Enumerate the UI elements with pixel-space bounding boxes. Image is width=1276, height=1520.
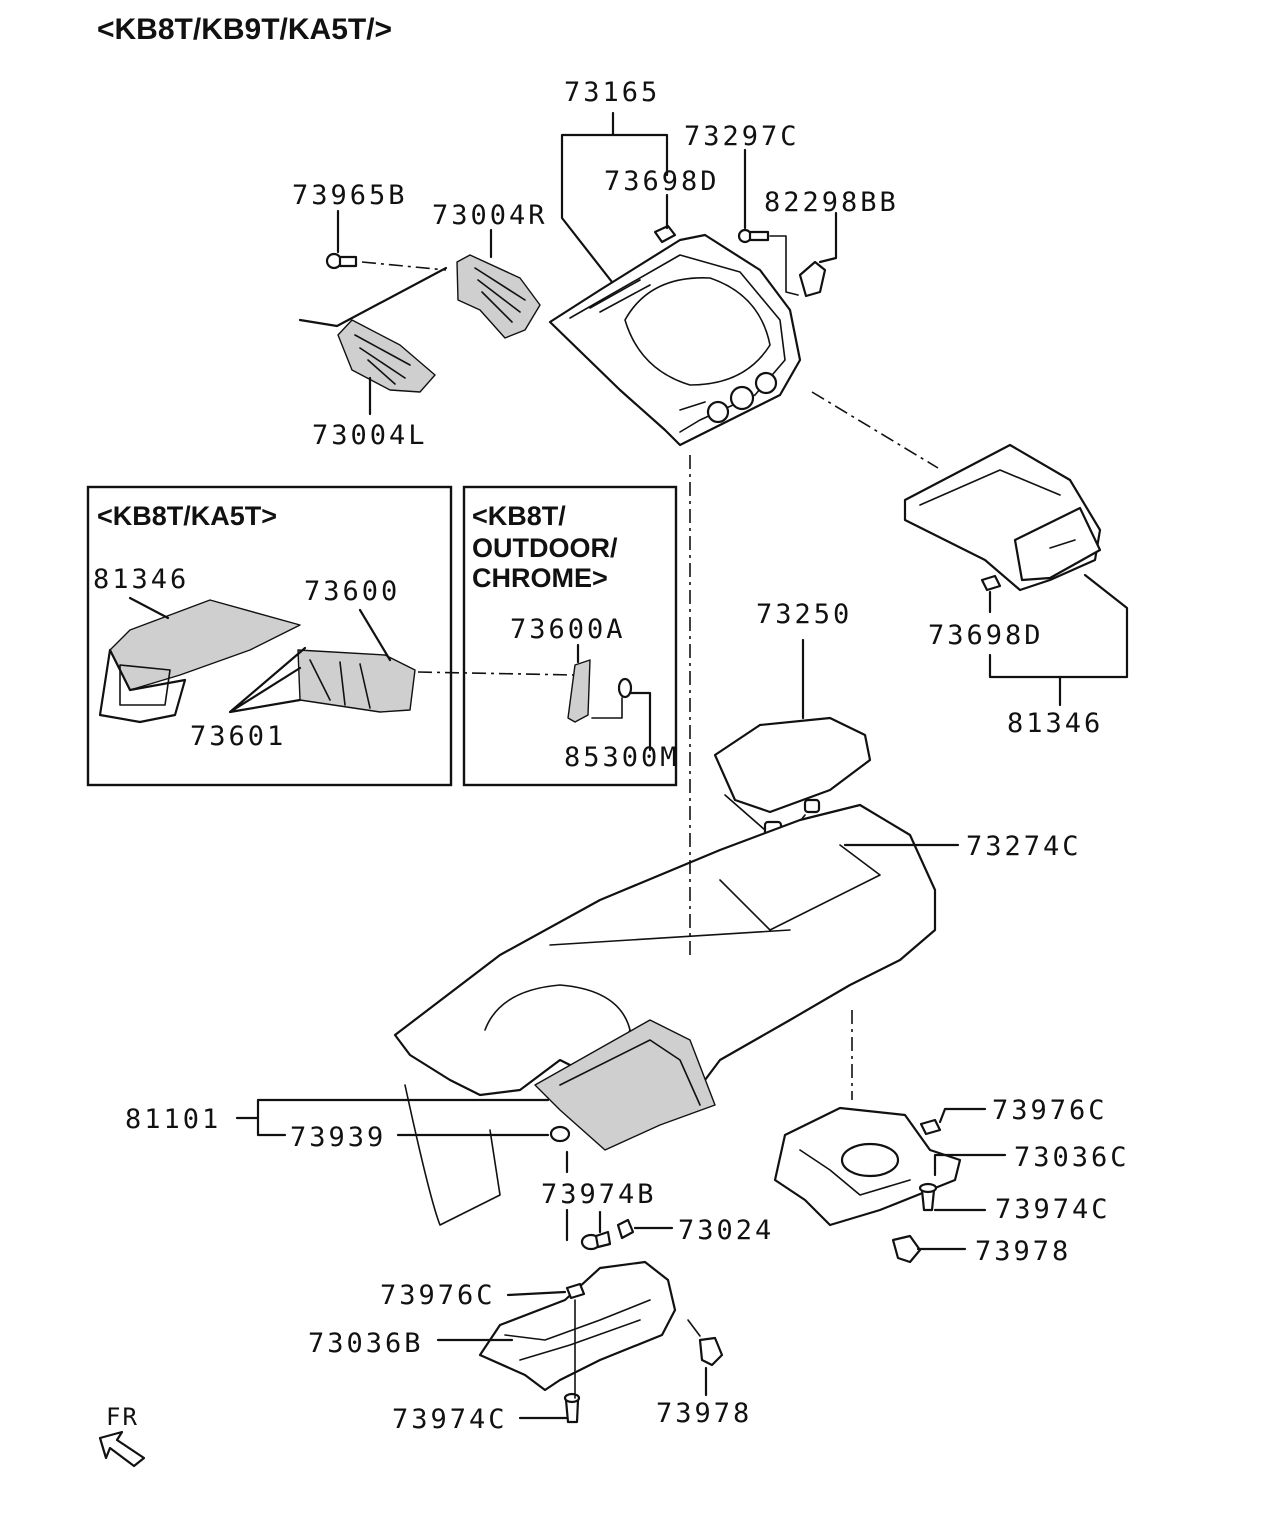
label-73965b: 73965B [292,180,408,211]
vent-73004l-drawing [337,319,436,393]
screw-73965b-drawing [325,252,358,270]
garnish-73600-drawing [297,649,416,713]
inset-box-kb8t-outdoor-chrome [462,485,678,787]
label-73036b: 73036B [308,1328,424,1359]
clip-73698d-right-drawing [980,574,1002,592]
label-73978-right: 73978 [975,1236,1071,1267]
inset-box-kb8t-ka5t [86,485,453,787]
screw-73974b-drawing [580,1230,612,1251]
inset-box-2-title-line-1: <KB8T/ [472,501,566,531]
clip-73978-right-drawing [891,1234,922,1264]
inset-box-2-title-line-3: CHROME> [472,563,608,593]
cover-81346-box-drawing [98,599,301,724]
screw-73974c-right-drawing [918,1182,938,1212]
inset-box-2-title-line-2: OUTDOOR/ [472,533,618,563]
label-73939: 73939 [290,1122,386,1153]
label-73004l: 73004L [312,420,428,451]
front-direction-arrow-icon [98,1430,146,1468]
label-81346-right: 81346 [1007,708,1103,739]
hood-81346-drawing [903,443,1102,592]
label-73698d-right: 73698D [928,620,1044,651]
label-73978-bottom: 73978 [656,1398,752,1429]
clip-73939-drawing [549,1125,571,1143]
label-85300m: 85300M [564,742,680,773]
label-73600: 73600 [304,576,400,607]
label-73004r: 73004R [432,200,548,231]
label-73974c-right: 73974C [995,1194,1111,1225]
label-73976c-left: 73976C [380,1280,496,1311]
inset-box-1-title: <KB8T/KA5T> [97,501,277,531]
screw-73974c-bottom-drawing [563,1392,581,1424]
label-73024: 73024 [678,1215,774,1246]
bracket-73036c-drawing [773,1106,962,1227]
clip-73976c-right-drawing [919,1118,942,1136]
label-73274c: 73274C [966,831,1082,862]
label-73036c: 73036C [1014,1142,1130,1173]
clip-73978-bottom-drawing [698,1336,724,1367]
instrument-panel-drawing [393,803,937,1226]
connector-82298bb-drawing [798,260,827,298]
clip-73698d-top-drawing [653,224,677,244]
bracket-73036b-drawing [478,1260,677,1392]
lamp-85300m-drawing [617,677,633,699]
label-82298bb: 82298BB [764,187,899,218]
center-panel-bezel-drawing [548,233,802,447]
label-73974b: 73974B [541,1179,657,1210]
label-81101: 81101 [125,1104,221,1135]
leader-lines [128,111,1129,1420]
label-73698d-top: 73698D [604,166,720,197]
clip-73024-drawing [616,1218,635,1240]
label-73297c: 73297C [684,121,800,152]
label-73974c-bottom: 73974C [392,1404,508,1435]
label-73250: 73250 [756,599,852,630]
label-73600a: 73600A [510,614,626,645]
label-81346-box: 81346 [93,564,189,595]
clip-73976c-left-drawing [565,1282,586,1300]
label-73976c-right: 73976C [992,1095,1108,1126]
label-73165: 73165 [564,77,660,108]
bracket-73600a-drawing [567,659,591,723]
vent-73004r-drawing [456,254,541,339]
diagram-header: <KB8T/KB9T/KA5T/> [97,13,392,46]
screw-73297c-drawing [737,228,770,244]
fr-label: FR [106,1403,139,1431]
label-73601: 73601 [190,721,286,752]
